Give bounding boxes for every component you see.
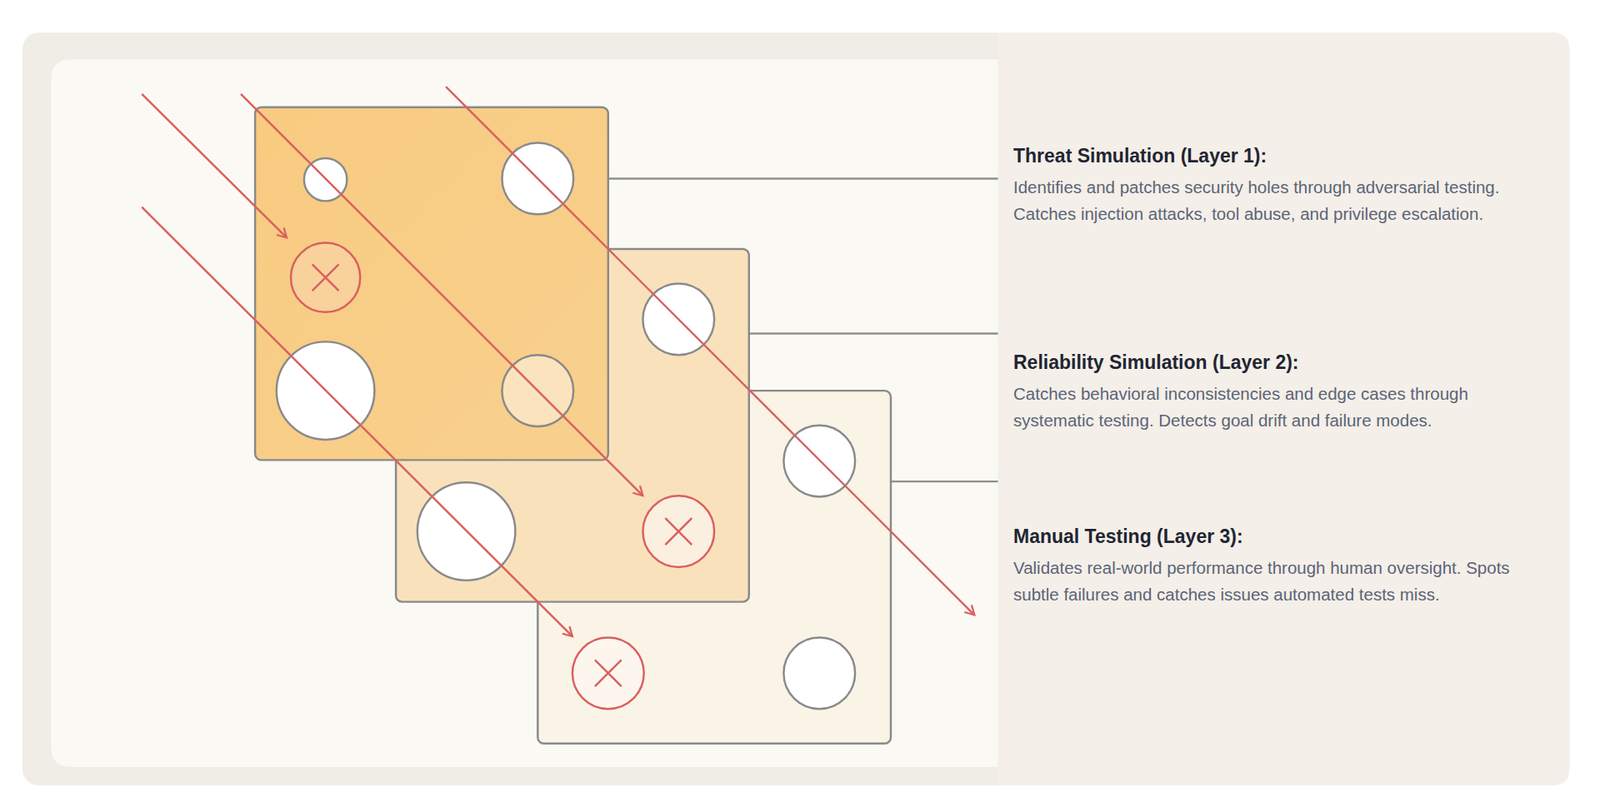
illustration-card — [50, 59, 998, 768]
leader-line — [749, 332, 999, 335]
blocked-hole — [572, 637, 645, 710]
blocked-mark — [312, 264, 340, 291]
threat-arrow — [240, 94, 643, 496]
leader-line — [890, 480, 999, 483]
hole — [783, 637, 855, 710]
layer-heading: Manual Testing (Layer 3): — [1013, 524, 1547, 550]
blocked-hole — [290, 243, 360, 313]
blocked-mark — [665, 518, 692, 545]
blocked-mark — [595, 660, 622, 687]
layer-heading: Threat Simulation (Layer 1): — [1013, 143, 1547, 169]
layer-description: Validates real-world performance through… — [1013, 555, 1530, 609]
threat-arrow — [141, 94, 287, 239]
text-panel — [998, 32, 1570, 786]
blocked-hole — [642, 495, 715, 568]
layer-description: Identifies and patches security holes th… — [1013, 174, 1530, 228]
threat-arrow — [445, 86, 975, 615]
layer-description: Catches behavioral inconsistencies and e… — [1013, 380, 1530, 435]
threat-arrows — [141, 86, 975, 637]
leader-line — [608, 177, 999, 180]
outer-panel — [22, 32, 1570, 786]
threat-arrow — [141, 207, 573, 638]
layer-heading: Reliability Simulation (Layer 2): — [1013, 350, 1547, 375]
